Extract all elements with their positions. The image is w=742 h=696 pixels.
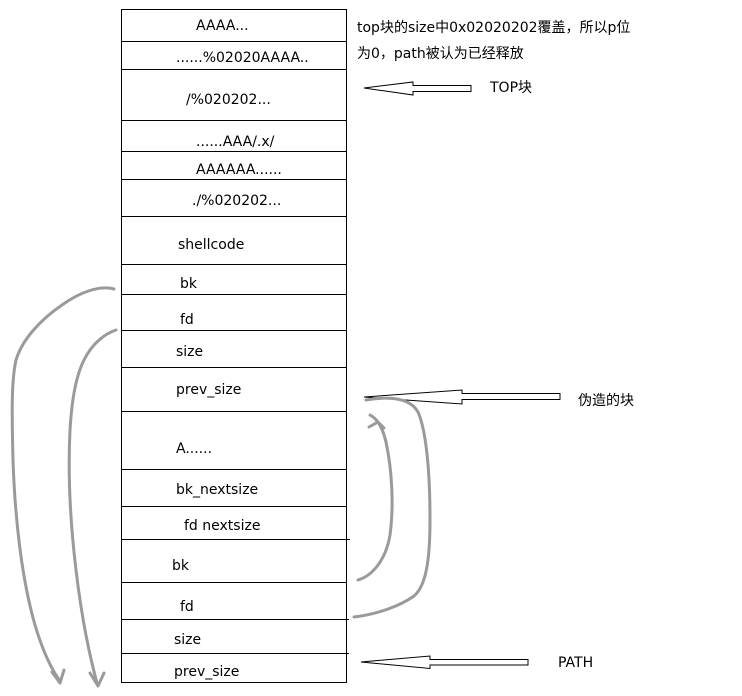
fake-block-arrow xyxy=(363,389,561,405)
heap-memory-stack: AAAA... ......%02020AAAA.. /%020202... .… xyxy=(121,9,347,683)
stack-row: prev_size xyxy=(122,654,346,684)
fake-fd-stroke xyxy=(352,396,432,619)
row-label: AAAA... xyxy=(196,18,249,34)
bk-pointer-arrowhead xyxy=(50,668,66,685)
row-label: bk xyxy=(180,276,197,292)
stack-row: ......%02020AAAA.. xyxy=(122,42,346,70)
row-divider xyxy=(121,179,347,180)
stack-row: fd xyxy=(122,295,346,331)
stack-row: fd nextsize xyxy=(122,507,346,540)
stack-row: /%020202... xyxy=(122,70,346,121)
fake-bk-arrowhead xyxy=(367,420,386,430)
top-size-note-line2: 为0，path被认为已经释放 xyxy=(357,46,524,62)
row-divider xyxy=(121,411,347,412)
row-label: ......AAA/.x/ xyxy=(196,134,275,150)
row-label: shellcode xyxy=(178,237,245,253)
row-label: A...... xyxy=(176,441,213,457)
row-divider xyxy=(121,216,347,217)
top-block-label: TOP块 xyxy=(490,80,533,96)
top-size-note-line1: top块的size中0x02020202覆盖，所以p位 xyxy=(357,20,631,36)
row-label: /%020202... xyxy=(186,92,271,108)
row-divider xyxy=(121,506,347,507)
stack-row: AAAA... xyxy=(122,10,346,42)
bk-pointer-stroke xyxy=(10,286,116,683)
stack-row: bk xyxy=(122,540,346,583)
row-label: ......%02020AAAA.. xyxy=(176,50,309,66)
row-label: size xyxy=(174,632,202,648)
row-divider xyxy=(121,582,347,583)
row-divider xyxy=(121,151,347,152)
stack-row: ./%020202... xyxy=(122,180,346,217)
row-divider xyxy=(121,41,347,42)
row-label: bk_nextsize xyxy=(176,482,259,498)
row-label: AAAAAA...... xyxy=(196,162,282,178)
row-label: fd xyxy=(180,312,194,328)
stack-row: size xyxy=(122,331,346,368)
stack-row: AAAAAA...... xyxy=(122,152,346,180)
stack-row: A...... xyxy=(122,412,346,470)
stack-row: size xyxy=(122,620,346,654)
row-label: prev_size xyxy=(176,382,242,398)
fd-pointer-arrowhead xyxy=(88,671,106,688)
row-divider xyxy=(121,69,347,70)
fd-pointer-stroke xyxy=(67,328,118,685)
stack-row: fd xyxy=(122,583,346,620)
fake-block-label: 伪造的块 xyxy=(578,393,634,409)
row-label: size xyxy=(176,344,204,360)
row-label: bk xyxy=(172,558,189,574)
row-divider xyxy=(121,653,349,654)
top-block-arrow xyxy=(363,81,472,96)
row-label: prev_size xyxy=(174,664,240,680)
stack-row: shellcode xyxy=(122,217,346,265)
row-divider xyxy=(121,469,347,470)
row-divider xyxy=(121,294,347,295)
stack-row: ......AAA/.x/ xyxy=(122,121,346,152)
row-divider xyxy=(121,619,349,620)
row-label: ./%020202... xyxy=(192,193,282,209)
row-divider xyxy=(121,264,347,265)
row-divider xyxy=(121,539,350,540)
row-divider xyxy=(121,330,347,331)
row-label: fd nextsize xyxy=(184,518,261,534)
row-label: fd xyxy=(180,599,194,615)
stack-row: bk_nextsize xyxy=(122,470,346,507)
path-arrow xyxy=(360,655,529,670)
path-label: PATH xyxy=(558,655,594,671)
fake-bk-stroke xyxy=(356,413,394,582)
stack-row: prev_size xyxy=(122,368,346,412)
row-divider xyxy=(121,367,347,368)
row-divider xyxy=(121,120,347,121)
stack-row: bk xyxy=(122,265,346,295)
